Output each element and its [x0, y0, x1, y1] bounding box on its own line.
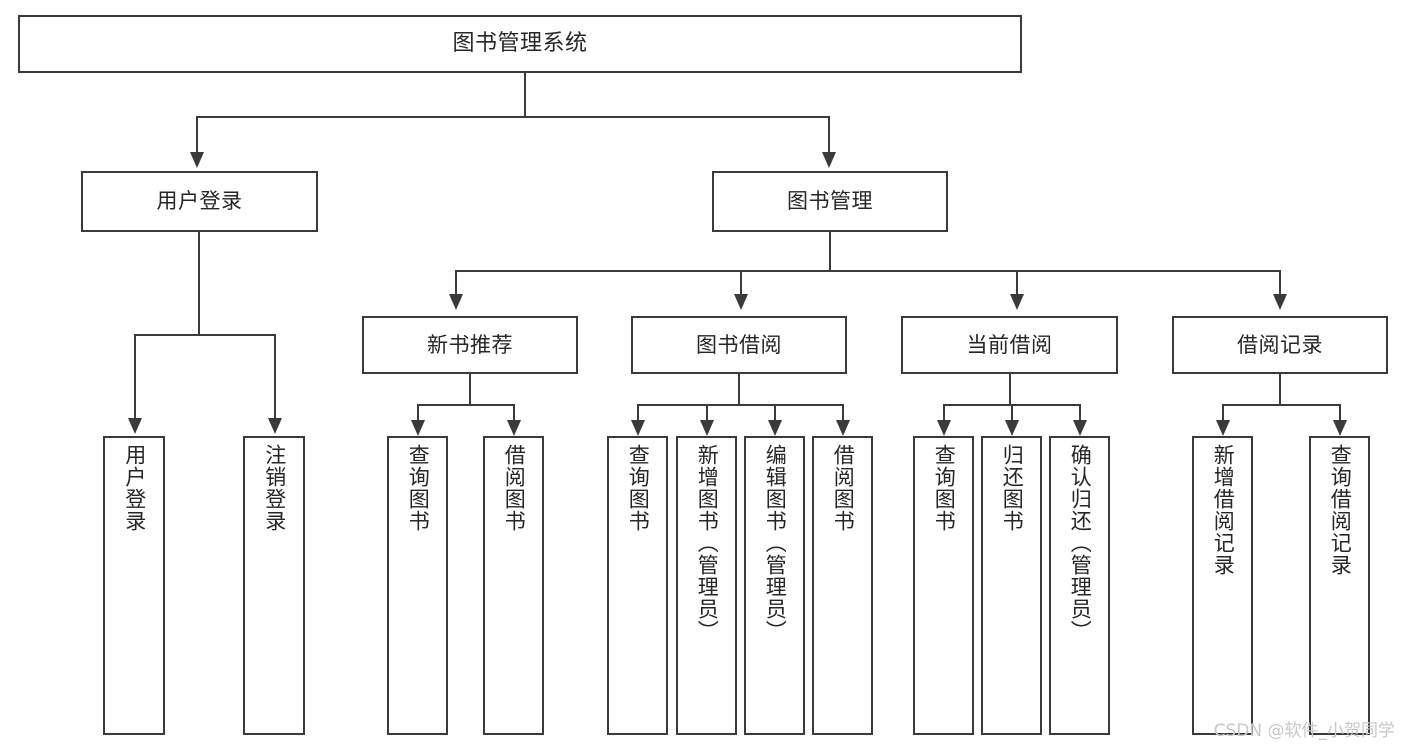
arrowhead-root-to-book-manage: [822, 152, 836, 168]
connector-current-borrow-stem: [1009, 374, 1011, 405]
arrowhead-current-borrow-to-leaf-2: [1005, 420, 1019, 436]
connector-root-stem: [524, 73, 526, 117]
node-label: 借阅图书: [831, 444, 856, 532]
connector-book-manage-stem: [829, 232, 831, 272]
connector-book-manage-bar: [455, 270, 1280, 272]
node-label: 查询图书: [626, 444, 651, 532]
connector-borrow-record-to-leaf-1: [1222, 404, 1224, 422]
connector-book-borrow-to-leaf-3: [774, 404, 776, 422]
arrowhead-book-borrow-to-leaf-2: [700, 420, 714, 436]
arrowhead-new-book-to-leaf-2: [507, 420, 521, 436]
arrowhead-current-borrow-to-leaf-3: [1073, 420, 1087, 436]
node-leaf-edit-book[interactable]: 编辑图书（管理员）: [744, 436, 805, 735]
connector-borrow-record-bar: [1222, 404, 1340, 406]
node-label: 查询图书: [932, 444, 957, 532]
connector-book-borrow-to-leaf-4: [842, 404, 844, 422]
connector-user-login-bar: [134, 334, 276, 336]
node-label: 注销登录: [262, 444, 287, 532]
arrowhead-book-manage-to-record: [1273, 294, 1287, 310]
node-leaf-query-book-2[interactable]: 查询图书: [607, 436, 668, 735]
node-label: 确认归还（管理员）: [1068, 444, 1093, 642]
connector-root-to-user-login: [196, 116, 198, 154]
arrowhead-book-manage-to-current: [1010, 294, 1024, 310]
node-leaf-borrow-book-2[interactable]: 借阅图书: [812, 436, 873, 735]
connector-new-book-to-leaf-1: [417, 404, 419, 422]
arrowhead-book-borrow-to-leaf-1: [631, 420, 645, 436]
node-leaf-borrow-book-1[interactable]: 借阅图书: [483, 436, 544, 735]
arrowhead-book-manage-to-new-book: [449, 294, 463, 310]
connector-user-login-to-leaf-1: [134, 334, 136, 420]
connector-new-book-bar: [417, 404, 514, 406]
connector-user-login-to-leaf-2: [274, 334, 276, 420]
arrowhead-book-borrow-to-leaf-4: [836, 420, 850, 436]
node-label: 归还图书: [1000, 444, 1025, 532]
node-book-manage[interactable]: 图书管理: [712, 171, 948, 232]
connector-book-manage-to-borrow: [740, 270, 742, 296]
connector-book-manage-to-record: [1279, 270, 1281, 296]
connector-root-bar: [196, 116, 830, 118]
node-root-system[interactable]: 图书管理系统: [18, 15, 1022, 73]
node-label: 查询图书: [406, 444, 431, 532]
connector-book-manage-to-current: [1016, 270, 1018, 296]
node-book-borrow[interactable]: 图书借阅: [631, 316, 847, 374]
connector-new-book-to-leaf-2: [513, 404, 515, 422]
connector-book-borrow-bar: [637, 404, 844, 406]
arrowhead-borrow-record-to-leaf-2: [1333, 420, 1347, 436]
node-leaf-confirm-return[interactable]: 确认归还（管理员）: [1049, 436, 1110, 735]
connector-root-to-book-manage: [828, 116, 830, 154]
connector-borrow-record-to-leaf-2: [1339, 404, 1341, 422]
arrowhead-new-book-to-leaf-1: [411, 420, 425, 436]
node-new-book-recommend[interactable]: 新书推荐: [362, 316, 578, 374]
node-label: 用户登录: [156, 189, 243, 214]
connector-borrow-record-stem: [1279, 374, 1281, 405]
node-label: 新增图书（管理员）: [695, 444, 720, 642]
node-label: 新增借阅记录: [1211, 444, 1236, 576]
node-label: 图书管理系统: [452, 31, 588, 57]
node-label: 编辑图书（管理员）: [763, 444, 788, 642]
node-current-borrow[interactable]: 当前借阅: [901, 316, 1118, 374]
connector-book-borrow-stem: [738, 374, 740, 405]
node-label: 查询借阅记录: [1328, 444, 1353, 576]
node-label: 借阅图书: [502, 444, 527, 532]
arrowhead-user-login-to-leaf-1: [128, 418, 142, 434]
node-leaf-query-record[interactable]: 查询借阅记录: [1309, 436, 1370, 735]
connector-book-borrow-to-leaf-2: [706, 404, 708, 422]
node-user-login[interactable]: 用户登录: [81, 171, 318, 232]
connector-book-manage-to-new-book: [455, 270, 457, 296]
connector-current-borrow-to-leaf-1: [943, 404, 945, 422]
node-label: 当前借阅: [966, 332, 1053, 357]
node-label: 借阅记录: [1237, 332, 1323, 357]
connector-current-borrow-to-leaf-2: [1011, 404, 1013, 422]
node-label: 用户登录: [122, 444, 147, 532]
node-leaf-add-record[interactable]: 新增借阅记录: [1192, 436, 1253, 735]
node-leaf-query-book-3[interactable]: 查询图书: [913, 436, 974, 735]
watermark-text: CSDN @软件_小贺同学: [1213, 721, 1395, 741]
connector-book-borrow-to-leaf-1: [637, 404, 639, 422]
node-borrow-record[interactable]: 借阅记录: [1172, 316, 1388, 374]
node-leaf-return-book[interactable]: 归还图书: [981, 436, 1042, 735]
node-label: 图书借阅: [696, 332, 782, 357]
arrowhead-root-to-user-login: [190, 152, 204, 168]
arrowhead-book-manage-to-borrow: [734, 294, 748, 310]
node-leaf-logout[interactable]: 注销登录: [243, 436, 305, 735]
node-leaf-query-book-1[interactable]: 查询图书: [387, 436, 448, 735]
arrowhead-current-borrow-to-leaf-1: [937, 420, 951, 436]
connector-current-borrow-to-leaf-3: [1079, 404, 1081, 422]
connector-new-book-stem: [469, 374, 471, 405]
arrowhead-user-login-to-leaf-2: [268, 418, 282, 434]
node-leaf-add-book[interactable]: 新增图书（管理员）: [676, 436, 737, 735]
arrowhead-book-borrow-to-leaf-3: [768, 420, 782, 436]
node-leaf-user-login[interactable]: 用户登录: [103, 436, 165, 735]
node-label: 图书管理: [787, 189, 873, 214]
node-label: 新书推荐: [427, 332, 513, 357]
arrowhead-borrow-record-to-leaf-1: [1216, 420, 1230, 436]
connector-user-login-stem: [198, 232, 200, 335]
